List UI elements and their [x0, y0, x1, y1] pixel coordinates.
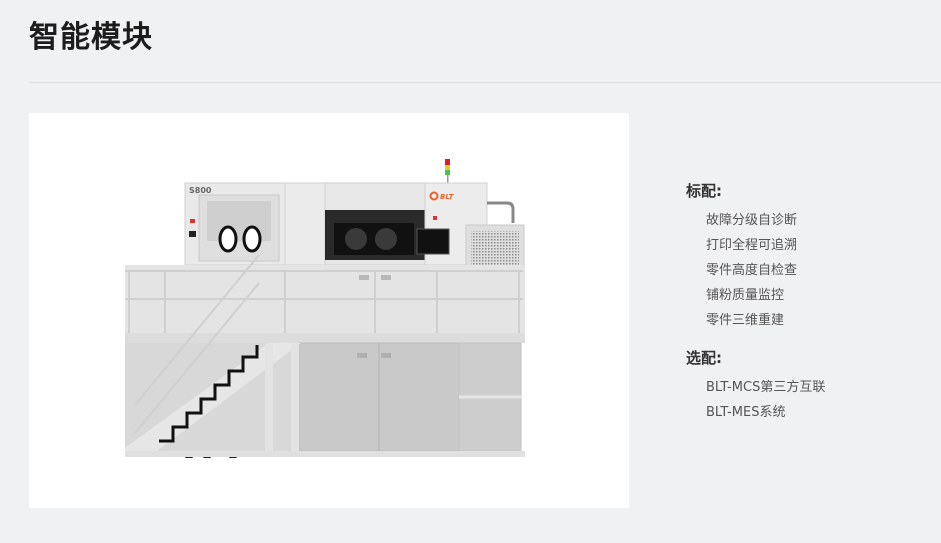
- standard-features: 标配: 故障分级自诊断 打印全程可追溯 零件高度自检查 铺粉质量监控 零件三维重…: [686, 180, 936, 333]
- standard-heading: 标配:: [686, 182, 722, 200]
- list-item: BLT-MES系统: [706, 405, 786, 420]
- standard-list: 故障分级自诊断 打印全程可追溯 零件高度自检查 铺粉质量监控 零件三维重建: [686, 208, 936, 333]
- section-title: 智能模块: [29, 20, 153, 55]
- list-item: 零件三维重建: [706, 313, 785, 328]
- printer-illustration: S800 BLT: [125, 159, 525, 458]
- list-item: 铺粉质量监控: [706, 288, 785, 303]
- spec-panel: 标配: 故障分级自诊断 打印全程可追溯 零件高度自检查 铺粉质量监控 零件三维重…: [686, 180, 936, 425]
- brand-logo: BLT: [440, 193, 455, 201]
- optional-heading: 选配:: [686, 349, 722, 367]
- product-image: S800 BLT: [29, 113, 629, 508]
- model-label: S800: [189, 186, 212, 195]
- optional-features: 选配: BLT-MCS第三方互联 BLT-MES系统: [686, 347, 936, 425]
- list-item: 打印全程可追溯: [706, 238, 798, 253]
- divider: [29, 82, 941, 83]
- list-item: BLT-MCS第三方互联: [706, 380, 826, 395]
- list-item: 零件高度自检查: [706, 263, 798, 278]
- optional-list: BLT-MCS第三方互联 BLT-MES系统: [686, 375, 936, 425]
- list-item: 故障分级自诊断: [706, 213, 798, 228]
